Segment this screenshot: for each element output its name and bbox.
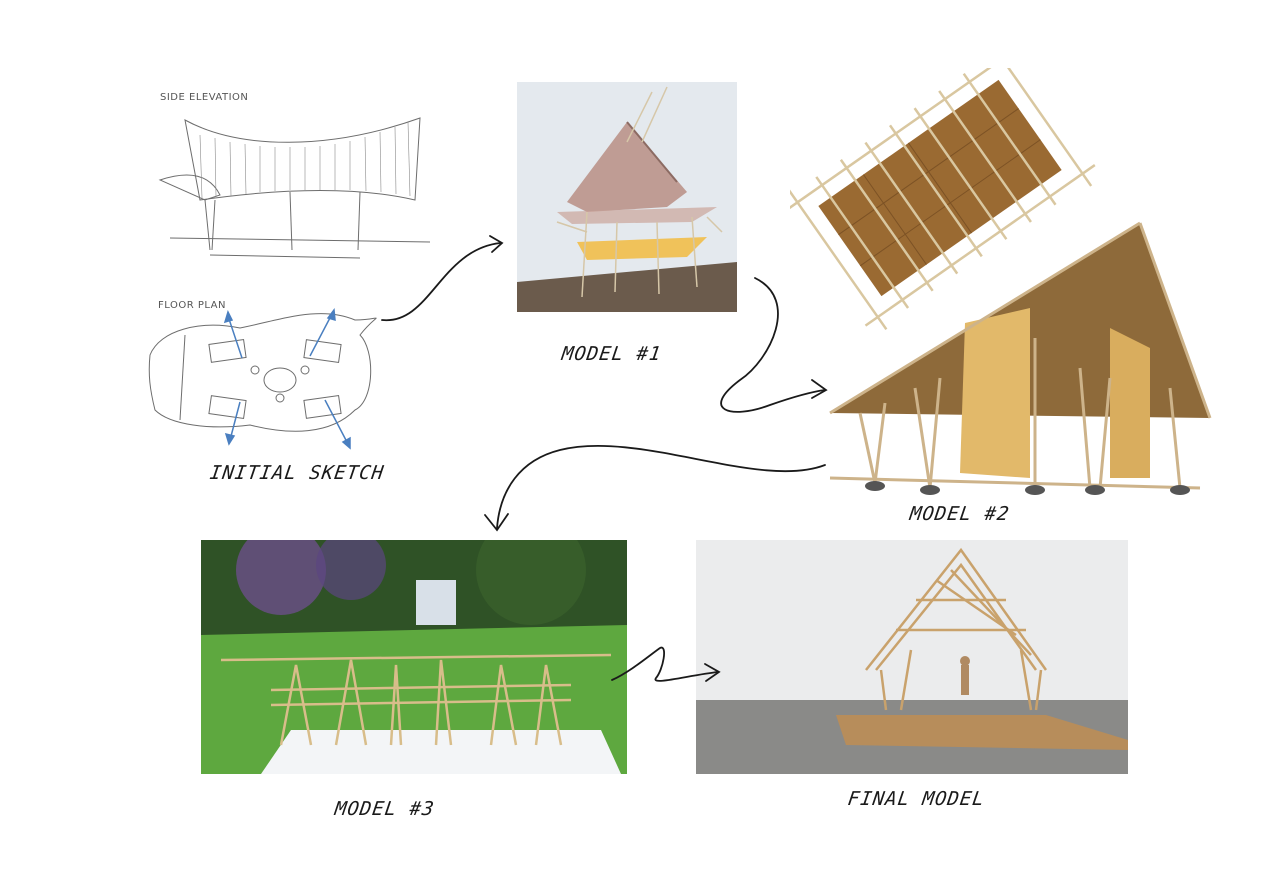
initial-sketch-image	[130, 80, 450, 460]
final-model-photo	[696, 540, 1128, 774]
model-3-photo	[201, 540, 627, 774]
model-2-caption: MODEL #2	[908, 503, 1012, 525]
model-1-photo	[517, 82, 737, 312]
model-1-caption: MODEL #1	[560, 343, 664, 365]
model-3-caption: MODEL #3	[333, 798, 437, 820]
final-model-caption: FINAL MODEL	[846, 788, 987, 810]
initial-sketch-caption: INITIAL SKETCH	[208, 462, 386, 484]
model-2-render	[790, 68, 1230, 498]
arrow-model-2-to-model-3	[496, 445, 826, 529]
floor-plan-label: FLOOR PLAN	[158, 300, 226, 311]
side-elevation-label: SIDE ELEVATION	[160, 92, 249, 103]
